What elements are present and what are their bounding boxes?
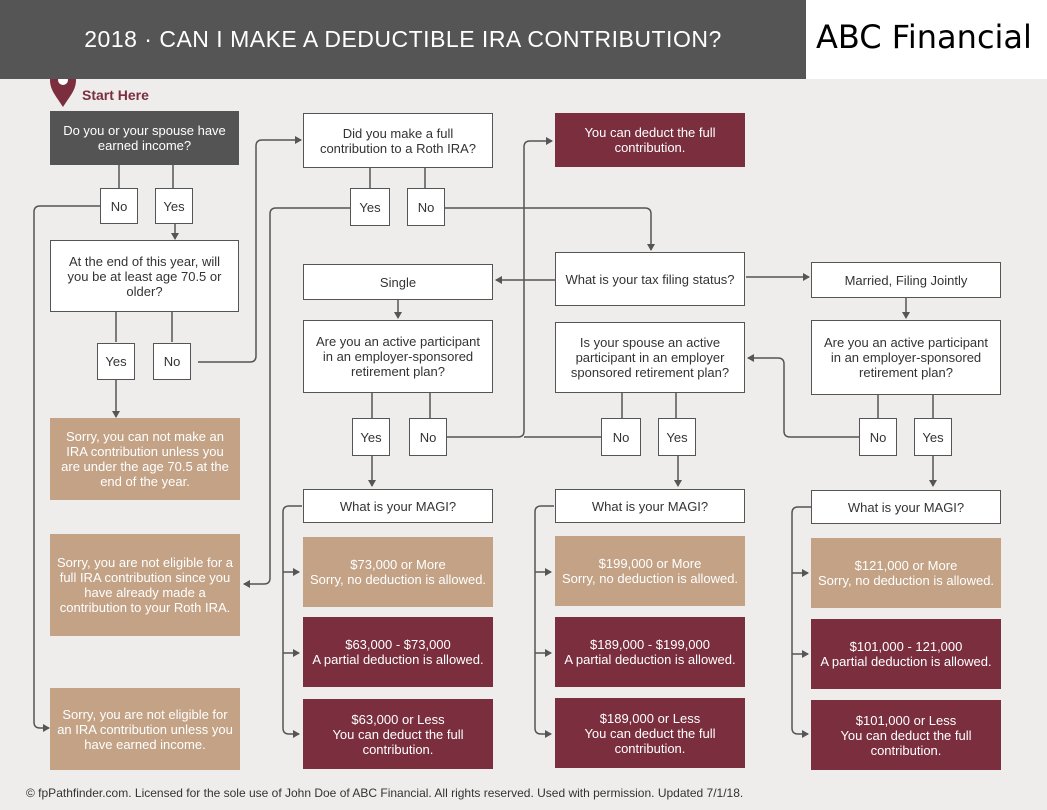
answer-roth-no: No xyxy=(407,188,445,226)
brand-logo-text: ABC Financial xyxy=(816,18,1032,56)
result-no-income: Sorry, you are not eligible for an IRA c… xyxy=(50,688,240,770)
answer-earned-no: No xyxy=(100,188,138,224)
result-single-full: $63,000 or Less You can deduct the full … xyxy=(303,699,493,769)
question-filing-status: What is your tax filing status? xyxy=(555,252,745,306)
answer-spouse-yes: Yes xyxy=(658,418,696,456)
header-bar xyxy=(0,0,806,79)
answer-roth-yes: Yes xyxy=(350,188,390,226)
answer-single-no: No xyxy=(409,418,447,456)
answer-single-yes: Yes xyxy=(352,418,390,456)
question-spouse-active: Is your spouse an active participant in … xyxy=(555,322,745,393)
start-label: Start Here xyxy=(82,87,149,103)
result-single-partial: $63,000 - $73,000 A partial deduction is… xyxy=(303,617,493,687)
footer-copyright: © fpPathfinder.com. Licensed for the sol… xyxy=(26,786,744,800)
result-mfj-full: $101,000 or Less You can deduct the full… xyxy=(811,700,1001,770)
question-single-active: Are you an active participant in an empl… xyxy=(303,320,493,393)
result-age-ineligible: Sorry, you can not make an IRA contribut… xyxy=(50,418,240,500)
result-spouse-partial: $189,000 - $199,000 A partial deduction … xyxy=(555,617,745,687)
result-mfj-no-deduction: $121,000 or More Sorry, no deduction is … xyxy=(811,538,1001,608)
question-age: At the end of this year, will you be at … xyxy=(50,240,239,312)
answer-mfj-no: No xyxy=(859,418,897,456)
result-single-no-deduction: $73,000 or More Sorry, no deduction is a… xyxy=(303,537,493,607)
question-magi-mfj: What is your MAGI? xyxy=(811,490,1001,524)
result-full-deduction: You can deduct the full contribution. xyxy=(555,113,745,167)
answer-mfj-yes: Yes xyxy=(914,418,952,456)
answer-age-no: No xyxy=(153,343,191,380)
result-mfj-partial: $101,000 - 121,000 A partial deduction i… xyxy=(811,619,1001,689)
question-magi-single: What is your MAGI? xyxy=(303,489,493,523)
result-roth-ineligible: Sorry, you are not eligible for a full I… xyxy=(50,534,240,636)
status-married-filing-jointly: Married, Filing Jointly xyxy=(811,262,1001,298)
page-title: 2018 · CAN I MAKE A DEDUCTIBLE IRA CONTR… xyxy=(84,26,722,52)
question-roth: Did you make a full contribution to a Ro… xyxy=(303,113,493,168)
status-single: Single xyxy=(303,264,493,300)
brand-area xyxy=(806,0,1047,79)
result-spouse-no-deduction: $199,000 or More Sorry, no deduction is … xyxy=(555,536,745,606)
question-earned-income: Do you or your spouse have earned income… xyxy=(50,111,239,165)
answer-earned-yes: Yes xyxy=(155,188,193,224)
answer-spouse-no: No xyxy=(601,418,641,456)
question-mfj-active: Are you an active participant in an empl… xyxy=(811,320,1001,395)
result-spouse-full: $189,000 or Less You can deduct the full… xyxy=(555,698,745,768)
answer-age-yes: Yes xyxy=(97,343,135,380)
question-magi-spouse: What is your MAGI? xyxy=(555,489,745,523)
